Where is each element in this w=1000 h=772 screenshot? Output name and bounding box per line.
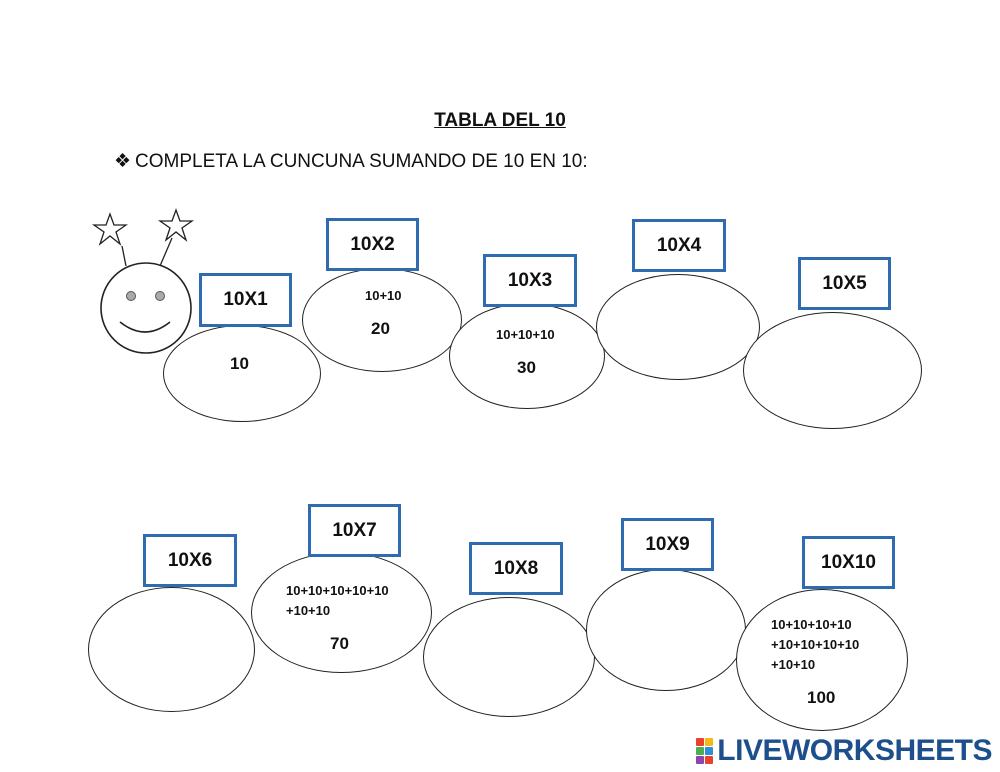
star-icon xyxy=(91,212,129,246)
eye xyxy=(155,291,165,301)
instruction-text: COMPLETA LA CUNCUNA SUMANDO DE 10 EN 10: xyxy=(135,151,588,172)
segment-body xyxy=(596,274,760,380)
label-box: 10X8 xyxy=(469,542,563,595)
logo-cell xyxy=(696,747,705,755)
sum-text: 10+10+10 xyxy=(496,327,555,342)
label-box: 10X1 xyxy=(199,273,292,327)
segment-body xyxy=(736,589,908,731)
logo-cell xyxy=(705,747,714,755)
page-title: TABLA DEL 10 xyxy=(434,110,566,131)
label-box: 10X7 xyxy=(308,504,401,557)
segment-body xyxy=(423,597,595,717)
brand-text: LIVEWORKSHEETS xyxy=(717,734,992,767)
logo-cell xyxy=(705,756,714,764)
eye xyxy=(126,291,136,301)
label-box: 10X6 xyxy=(143,534,237,587)
label-box: 10X3 xyxy=(483,254,577,307)
result-text: 100 xyxy=(807,688,836,707)
segment-body xyxy=(743,312,922,429)
result-text: 10 xyxy=(230,354,249,373)
segment-body xyxy=(251,552,432,673)
segment-body xyxy=(88,587,255,712)
logo-cell xyxy=(705,738,714,746)
result-text: 70 xyxy=(330,634,349,653)
sum-text: 10+10+10+10+10 xyxy=(286,583,389,598)
sum-text: +10+10 xyxy=(286,603,331,618)
logo-grid-icon xyxy=(696,738,714,764)
star-icon xyxy=(157,208,195,242)
result-text: 20 xyxy=(371,319,390,338)
label-box: 10X10 xyxy=(802,536,895,589)
label-box: 10X5 xyxy=(798,257,891,310)
brand-logo: LIVEWORKSHEETS xyxy=(696,734,992,768)
head-circle xyxy=(100,262,192,354)
instruction: ❖COMPLETA LA CUNCUNA SUMANDO DE 10 EN 10… xyxy=(114,150,588,173)
logo-cell xyxy=(696,738,705,746)
result-text: 30 xyxy=(517,358,536,377)
smile xyxy=(119,321,171,333)
segment-body xyxy=(302,268,462,372)
label-box: 10X2 xyxy=(326,218,419,271)
sum-text: +10+10 xyxy=(771,657,816,672)
logo-cell xyxy=(696,756,705,764)
segment-body xyxy=(449,303,605,409)
label-box: 10X4 xyxy=(632,219,726,272)
segment-body xyxy=(586,569,746,691)
label-box: 10X9 xyxy=(621,518,714,571)
sum-text: 10+10+10+10 xyxy=(771,617,852,632)
sum-text: 10+10 xyxy=(365,288,402,303)
sum-text: +10+10+10+10 xyxy=(771,637,860,652)
bullet-icon: ❖ xyxy=(114,151,132,172)
